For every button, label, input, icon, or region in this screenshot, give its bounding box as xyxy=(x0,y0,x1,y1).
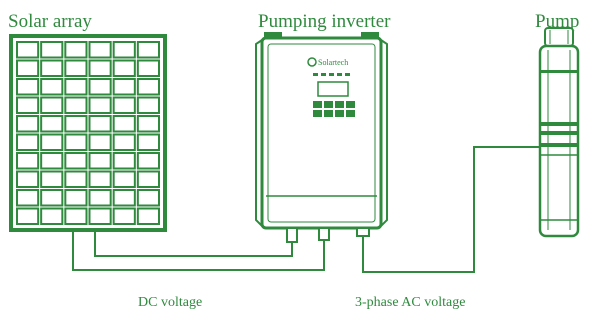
solar-array-label: Solar array xyxy=(8,11,92,32)
solar-cell xyxy=(16,152,40,170)
solar-cell xyxy=(112,59,136,77)
solar-cell xyxy=(136,170,160,188)
dc-connector-1 xyxy=(286,227,298,243)
solar-cell xyxy=(16,59,40,77)
solar-cell xyxy=(64,59,88,77)
solar-cell xyxy=(112,170,136,188)
solar-cell xyxy=(112,189,136,207)
solar-cells xyxy=(16,41,160,225)
solar-cell xyxy=(88,170,112,188)
solar-cell xyxy=(88,189,112,207)
solar-cell xyxy=(40,152,64,170)
solar-cell xyxy=(40,189,64,207)
brand-logo: Solartech xyxy=(307,57,348,67)
solar-cell xyxy=(136,115,160,133)
solar-cell xyxy=(40,96,64,114)
dc-voltage-label: DC voltage xyxy=(138,295,202,310)
pump-label: Pump xyxy=(535,11,579,32)
solar-cell xyxy=(16,96,40,114)
ac-wire xyxy=(362,146,540,273)
solar-cell xyxy=(64,207,88,225)
solar-cell xyxy=(88,115,112,133)
solar-cell xyxy=(16,41,40,59)
solar-cell xyxy=(40,59,64,77)
solar-cell xyxy=(16,207,40,225)
solar-cell xyxy=(88,207,112,225)
solar-cell xyxy=(136,207,160,225)
inverter-keypad xyxy=(313,101,355,117)
solar-cell xyxy=(112,96,136,114)
brand-logo-text: Solartech xyxy=(318,58,348,67)
submersible-pump xyxy=(538,27,580,238)
ac-connector xyxy=(356,227,370,237)
dc-connector-2 xyxy=(318,227,330,241)
solar-cell xyxy=(112,115,136,133)
solar-cell xyxy=(112,152,136,170)
solar-cell xyxy=(64,152,88,170)
solar-cell xyxy=(16,170,40,188)
solar-cell xyxy=(64,133,88,151)
solar-panel xyxy=(9,34,167,232)
dc-wires xyxy=(72,230,325,271)
solar-cell xyxy=(16,115,40,133)
inverter-display xyxy=(317,81,349,97)
solar-cell xyxy=(136,152,160,170)
solar-cell xyxy=(40,207,64,225)
solar-cell xyxy=(64,96,88,114)
solar-cell xyxy=(40,170,64,188)
solar-cell xyxy=(136,78,160,96)
solar-cell xyxy=(136,189,160,207)
solar-cell xyxy=(112,41,136,59)
solar-cell xyxy=(40,41,64,59)
solar-cell xyxy=(88,59,112,77)
solar-cell xyxy=(112,207,136,225)
solar-cell xyxy=(40,115,64,133)
solar-cell xyxy=(40,133,64,151)
solar-cell xyxy=(16,133,40,151)
solar-cell xyxy=(88,96,112,114)
solar-cell xyxy=(64,170,88,188)
solar-cell xyxy=(136,96,160,114)
solar-cell xyxy=(88,133,112,151)
solar-cell xyxy=(88,152,112,170)
indicator-leds xyxy=(313,73,350,76)
solar-cell xyxy=(64,189,88,207)
ac-voltage-label: 3-phase AC voltage xyxy=(355,295,465,310)
solar-cell xyxy=(64,41,88,59)
solar-cell xyxy=(64,78,88,96)
solar-cell xyxy=(136,133,160,151)
solar-cell xyxy=(88,41,112,59)
pumping-inverter: Solartech xyxy=(255,32,388,243)
solar-cell xyxy=(112,78,136,96)
solar-cell xyxy=(40,78,64,96)
solar-cell xyxy=(64,115,88,133)
solar-cell xyxy=(16,78,40,96)
solar-cell xyxy=(136,41,160,59)
solar-cell xyxy=(16,189,40,207)
solar-cell xyxy=(136,59,160,77)
solar-cell xyxy=(112,133,136,151)
solar-cell xyxy=(88,78,112,96)
inverter-label: Pumping inverter xyxy=(258,11,391,32)
